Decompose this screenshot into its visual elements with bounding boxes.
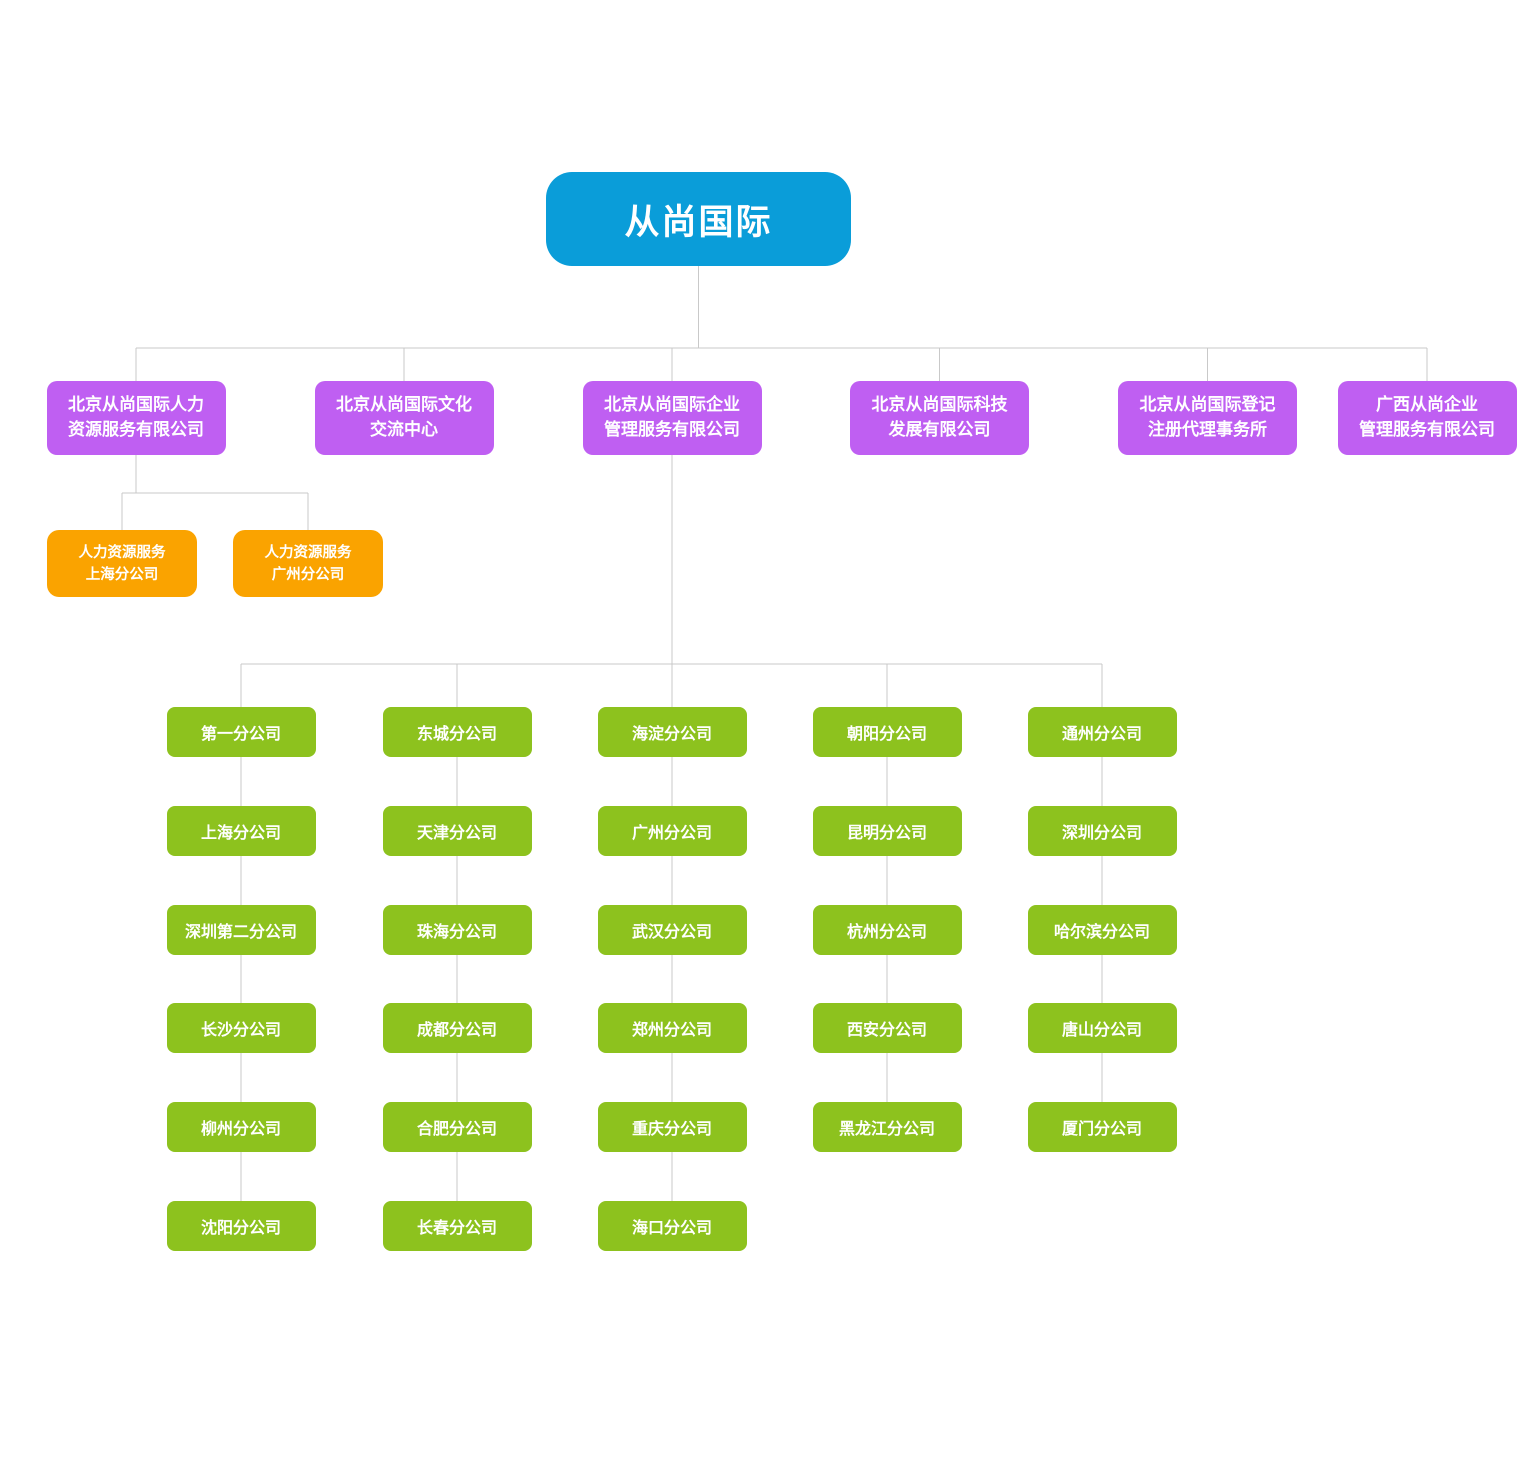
branch-node-c4-r1: 朝阳分公司 [812, 707, 962, 757]
branch-node-c2-r1: 东城分公司 [382, 707, 532, 757]
branch-node-c1-r2: 上海分公司 [166, 806, 316, 856]
branch-node-c3-r3: 武汉分公司 [597, 905, 747, 955]
branch-node-c4-r5: 黑龙江分公司 [812, 1102, 962, 1152]
branch-node-c3-r5: 重庆分公司 [597, 1102, 747, 1152]
branch-node-c1-r4: 长沙分公司 [166, 1003, 316, 1053]
branch-node-c2-r6: 长春分公司 [382, 1201, 532, 1251]
branch-node-c1-r6: 沈阳分公司 [166, 1201, 316, 1251]
branch-node-c4-r4: 西安分公司 [812, 1003, 962, 1053]
branch-node-c1-r5: 柳州分公司 [166, 1102, 316, 1152]
branch-node-c3-r6: 海口分公司 [597, 1201, 747, 1251]
branch-node-c3-r4: 郑州分公司 [597, 1003, 747, 1053]
hr-branch-node-1: 人力资源服务 上海分公司 [47, 530, 197, 597]
branch-node-c2-r4: 成都分公司 [382, 1003, 532, 1053]
branch-node-c1-r1: 第一分公司 [166, 707, 316, 757]
subsidiary-node-4: 北京从尚国际科技 发展有限公司 [850, 381, 1029, 455]
branch-node-c2-r2: 天津分公司 [382, 806, 532, 856]
branch-node-c3-r2: 广州分公司 [597, 806, 747, 856]
branch-node-c3-r1: 海淀分公司 [597, 707, 747, 757]
branch-node-c5-r2: 深圳分公司 [1027, 806, 1177, 856]
subsidiary-node-1: 北京从尚国际人力 资源服务有限公司 [46, 381, 226, 455]
subsidiary-node-5: 北京从尚国际登记 注册代理事务所 [1118, 381, 1297, 455]
branch-node-c5-r5: 厦门分公司 [1027, 1102, 1177, 1152]
branch-node-c2-r3: 珠海分公司 [382, 905, 532, 955]
subsidiary-node-6: 广西从尚企业 管理服务有限公司 [1337, 381, 1517, 455]
branch-node-c1-r3: 深圳第二分公司 [166, 905, 316, 955]
subsidiary-node-3: 北京从尚国际企业 管理服务有限公司 [582, 381, 762, 455]
branch-node-c5-r1: 通州分公司 [1027, 707, 1177, 757]
branch-node-c4-r2: 昆明分公司 [812, 806, 962, 856]
branch-node-c5-r3: 哈尔滨分公司 [1027, 905, 1177, 955]
root-node: 从尚国际 [546, 172, 851, 266]
subsidiary-node-2: 北京从尚国际文化 交流中心 [314, 381, 494, 455]
hr-branch-node-2: 人力资源服务 广州分公司 [233, 530, 383, 597]
branch-node-c2-r5: 合肥分公司 [382, 1102, 532, 1152]
branch-node-c5-r4: 唐山分公司 [1027, 1003, 1177, 1053]
branch-node-c4-r3: 杭州分公司 [812, 905, 962, 955]
